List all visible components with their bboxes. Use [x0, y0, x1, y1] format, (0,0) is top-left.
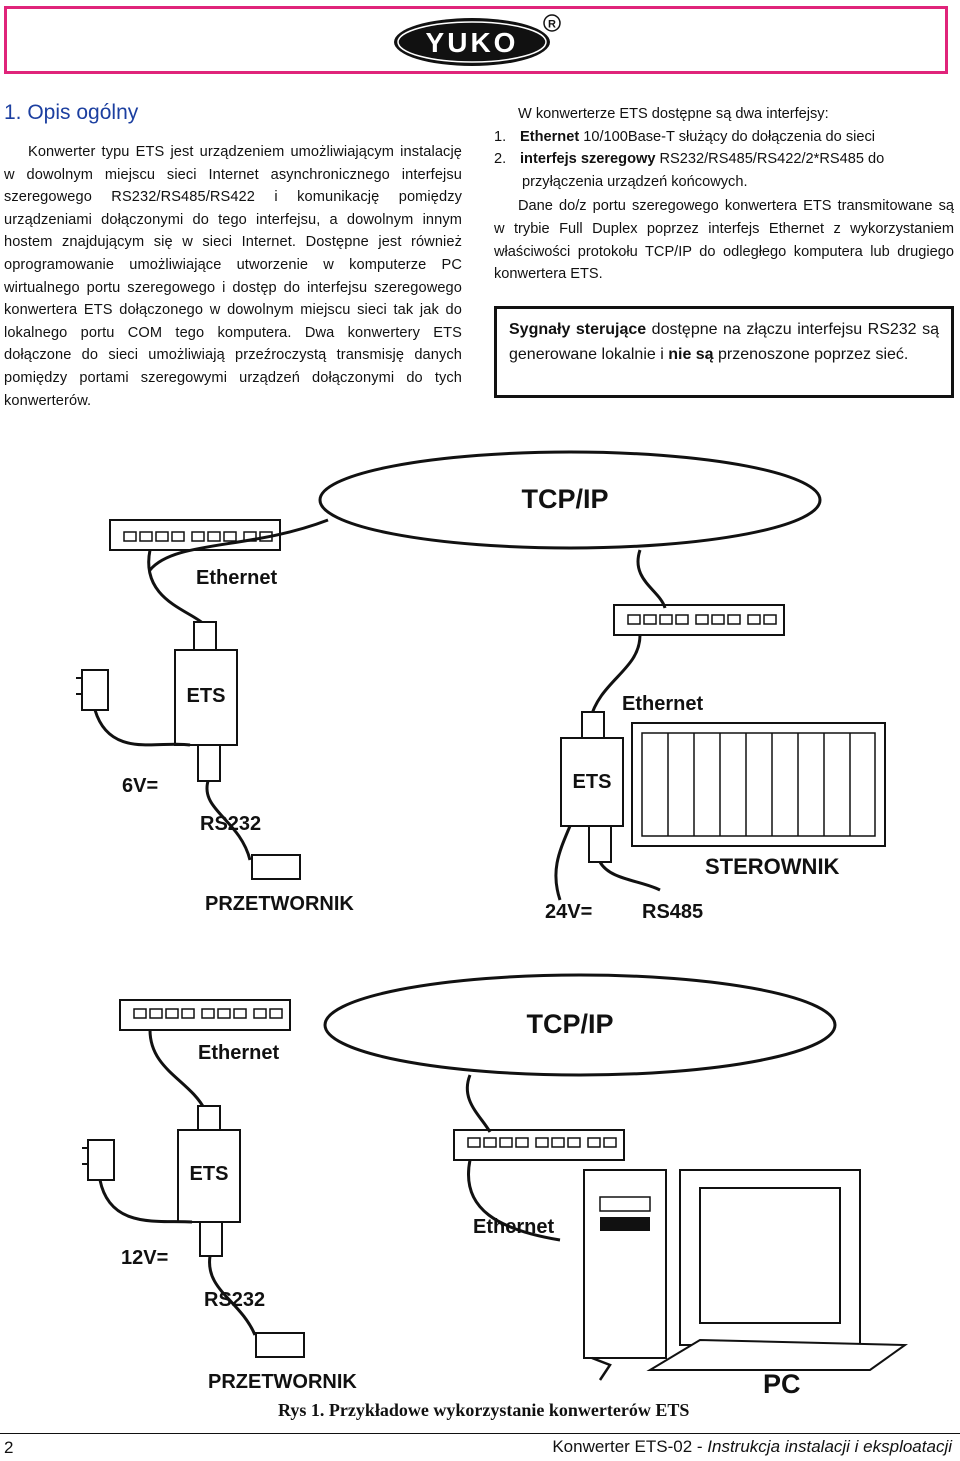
device-label-left: ETS [187, 685, 226, 707]
network-label: TCP/IP [521, 484, 608, 514]
interface-item-serial: 2. interfejs szeregowy RS232/RS485/RS422… [494, 151, 885, 168]
serial-label-right: RS485 [642, 901, 703, 923]
yuko-logo: YUKO R [392, 10, 568, 68]
serial-label-left: RS232 [200, 813, 261, 835]
converter-box-left-bottom [255, 1332, 305, 1358]
intro-text: Konwerter typu ETS jest urządzeniem umoż… [4, 141, 462, 412]
serial-label-left-bottom: RS232 [204, 1289, 265, 1311]
plc-controller [631, 722, 886, 847]
svg-text:R: R [548, 19, 556, 31]
interface-item-ethernet: 1. Ethernet 10/100Base-T służący do dołą… [494, 128, 876, 145]
note-box: Sygnały sterujące dostępne na złączu int… [494, 306, 954, 398]
footer-title: Konwerter ETS-02 - Instrukcja instalacji… [552, 1437, 952, 1456]
cable-label-right-bottom: Ethernet [473, 1216, 554, 1238]
device-label-left-bottom: ETS [190, 1163, 229, 1185]
logo-text: YUKO [426, 27, 519, 58]
end-device-label-right: STEROWNIK [705, 854, 840, 879]
cable-label-left: Ethernet [196, 567, 277, 589]
ets-device-left [174, 649, 238, 746]
pc-computer [583, 1169, 909, 1381]
end-device-label-left-bottom: PRZETWORNIK [208, 1371, 357, 1393]
power-label-left-bottom: 12V= [121, 1247, 168, 1269]
diagram-bottom: TCP/IP Ethernet ETS RS232 PRZETWORNIK 12… [82, 973, 909, 1399]
device-label-right: ETS [573, 771, 612, 793]
cable-label-right: Ethernet [622, 693, 703, 715]
diagram-top: TCP/IP Ethernet ETS RS232 PRZETWORNIK 6V… [76, 450, 886, 923]
interface-item-serial-cont: przyłączenia urządzeń końcowych. [522, 173, 748, 190]
interfaces-text: W konwerterze ETS dostępne są dwa interf… [494, 103, 954, 286]
end-device-label-left: PRZETWORNIK [205, 893, 354, 915]
intro-paragraph: Konwerter typu ETS jest urządzeniem umoż… [4, 144, 462, 409]
end-device-label-pc: PC [763, 1369, 801, 1399]
page-number: 2 [4, 1438, 14, 1457]
interfaces-intro: W konwerterze ETS dostępne są dwa interf… [518, 106, 829, 122]
figure-caption: Rys 1. Przykładowe wykorzystanie konwert… [278, 1400, 690, 1420]
power-adapter-left [81, 669, 109, 711]
power-adapter-left-bottom [87, 1139, 115, 1181]
network-label-bottom: TCP/IP [526, 1009, 613, 1039]
cable-label-left-bottom: Ethernet [198, 1042, 279, 1064]
transmission-paragraph: Dane do/z portu szeregowego konwertera E… [494, 198, 954, 283]
power-label-left: 6V= [122, 775, 158, 797]
network-diagram: TCP/IP Ethernet ETS RS232 PRZETWORNIK 6V… [76, 450, 909, 1399]
power-label-right: 24V= [545, 901, 592, 923]
network-cloud-bottom [323, 973, 837, 1077]
header-frame [4, 6, 948, 74]
section-title: 1. Opis ogólny [4, 101, 139, 124]
network-cloud [318, 450, 822, 550]
ets-device-left-bottom [177, 1129, 241, 1223]
footer-rule [0, 1433, 960, 1434]
converter-box-left [251, 854, 301, 880]
